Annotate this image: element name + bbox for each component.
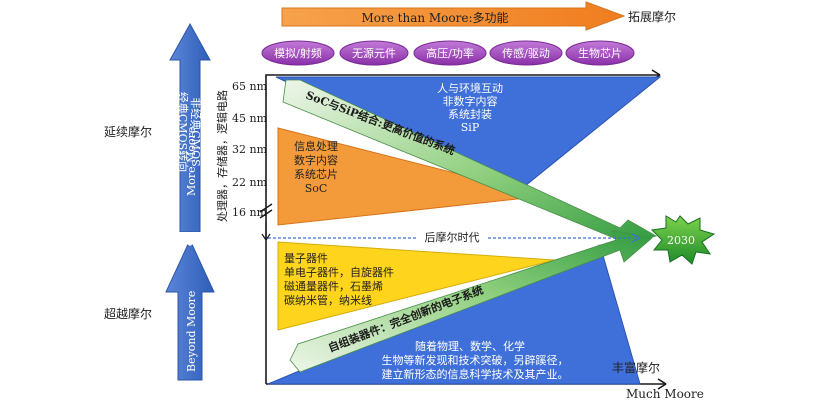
- bottom-text: 随着物理、数学、化学 生物等新发现和技术突破，另辟蹊径， 建立新形态的信息科学技…: [382, 339, 569, 381]
- quantum-line: 单电子器件，自旋器件: [284, 265, 394, 279]
- soc-line: 信息处理: [294, 139, 338, 153]
- soc-region: [277, 127, 546, 226]
- node-label: 32 nm: [232, 143, 268, 156]
- post-moore-line: 后摩尔时代: [268, 230, 641, 244]
- node-label: 16 nm: [232, 206, 268, 219]
- function-oval-label: 模拟/射频: [274, 46, 322, 60]
- function-oval: 传感/驱动: [489, 40, 563, 66]
- soc-line: 系统芯片: [294, 167, 338, 181]
- beyond-moore-down-arrow: [165, 238, 215, 381]
- target-year: 2030: [667, 234, 695, 247]
- node-label: 65 nm: [232, 80, 268, 93]
- more-than-moore-arrow: More than Moore:多功能: [281, 1, 626, 31]
- function-oval: 模拟/射频: [261, 40, 335, 66]
- function-ovals: 模拟/射频 无源元件 高压/功率 传感/驱动 生物芯片: [261, 40, 635, 66]
- function-oval-label: 高压/功率: [426, 46, 474, 60]
- function-oval-label: 传感/驱动: [502, 47, 550, 60]
- rich-moore-label: 丰富摩尔: [612, 360, 660, 375]
- quantum-line: 磁通量器件，石墨烯: [284, 280, 383, 293]
- sip-line: 系统封装: [448, 107, 492, 121]
- sip-line: 人与环境互动: [437, 81, 503, 95]
- quantum-line: 碳纳米管，纳米线: [284, 293, 372, 307]
- expand-moore-label: 拓展摩尔: [628, 9, 676, 24]
- function-oval: 无源元件: [339, 40, 409, 66]
- much-moore-label: Much Moore: [626, 387, 704, 401]
- vertical-axis-label: 处理器，存储器，逻辑电路: [215, 90, 229, 222]
- continue-moore-label: 延续摩尔: [104, 124, 152, 139]
- function-oval-label: 生物芯片: [578, 46, 622, 60]
- soc-text: 信息处理 数字内容 系统芯片 SoC: [294, 139, 338, 195]
- node-label: 45 nm: [232, 112, 268, 125]
- soc-line: 数字内容: [294, 153, 338, 167]
- quantum-region: [277, 241, 556, 331]
- diagonal-arrow-bottom: [289, 229, 653, 373]
- function-oval: 高压/功率: [413, 40, 487, 66]
- sip-line: 非数字内容: [443, 94, 498, 108]
- beyond-moore-label: Beyond Moore: [185, 291, 198, 372]
- function-oval: 生物芯片: [565, 40, 635, 66]
- beyond-moore-side-label: 超越摩尔: [104, 306, 152, 321]
- node-label: 22 nm: [232, 176, 268, 189]
- bottom-line: 生物等新发现和技术突破，另辟蹊径，: [382, 353, 569, 367]
- more-moore-up-arrow: [169, 22, 211, 233]
- more-than-moore-label: More than Moore:多功能: [361, 11, 508, 25]
- soc-line: SoC: [305, 182, 328, 195]
- target-star: 2030: [650, 215, 716, 265]
- diagonal-arrow-top: [282, 79, 658, 247]
- sip-text: 人与环境互动 非数字内容 系统封装 SiP: [437, 81, 503, 134]
- more-moore-title: More Moore:: [185, 123, 198, 196]
- post-moore-label: 后摩尔时代: [425, 230, 480, 244]
- quantum-text: 量子器件 单电子器件，自旋器件 磁通量器件，石墨烯 碳纳米管，纳米线: [284, 252, 394, 307]
- function-oval-label: 无源元件: [352, 46, 396, 60]
- bottom-line: 随着物理、数学、化学: [415, 339, 525, 353]
- sip-line: SiP: [461, 121, 480, 134]
- node-labels: 65 nm 45 nm 32 nm 22 nm 16 nm: [232, 80, 268, 219]
- bottom-line: 建立新形态的信息科学技术及其产业。: [382, 367, 569, 381]
- more-moore-line1: 经典CMOS转向: [176, 92, 190, 172]
- more-moore-line2: 非经典CMOS: [189, 97, 203, 166]
- quantum-line: 量子器件: [284, 252, 328, 265]
